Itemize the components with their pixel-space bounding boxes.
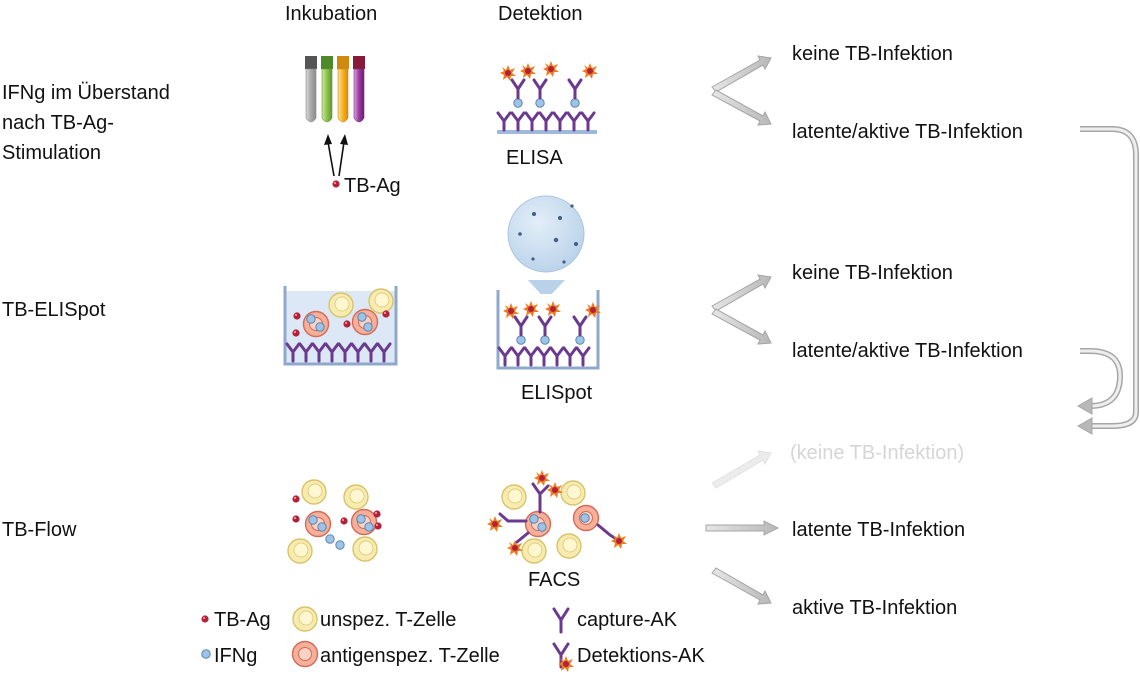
legend-label-antigen: antigenspez. T-Zelle	[320, 645, 500, 667]
elisa-capture-antibodies	[496, 111, 596, 132]
outcome-arrows	[705, 55, 780, 605]
facs-cells	[487, 470, 627, 564]
method-label-elisa: ELISA	[506, 147, 563, 169]
elispot-detection-well	[496, 290, 601, 370]
test-tubes	[305, 56, 365, 188]
legend-symbol-tb-ag	[201, 615, 209, 623]
elispot-magnifier	[507, 195, 585, 300]
outcome-ifng-positive: latente/aktive TB-Infektion	[792, 121, 1023, 143]
row-label-elispot: TB-ELISpot	[2, 299, 106, 321]
row-label-ifng-line-3: Stimulation	[2, 142, 101, 164]
legend-symbols	[201, 606, 574, 672]
method-label-facs: FACS	[528, 569, 581, 591]
legend-label-detection: Detektions-AK	[577, 645, 705, 667]
row-label-ifng-line-2: nach TB-Ag-	[2, 112, 114, 134]
header-incubation: Inkubation	[285, 3, 378, 25]
legend-label-tb-ag: TB-Ag	[214, 609, 271, 631]
legend-label-ifng: IFNg	[214, 645, 258, 667]
legend-symbol-unspec	[292, 606, 318, 632]
row-label-ifng-line-1: IFNg im Überstand	[2, 82, 170, 104]
tube-gray	[305, 56, 317, 123]
legend-symbol-capture	[552, 607, 570, 634]
row-label-ifng: IFNg im Überstand nach TB-Ag- Stimulatio…	[2, 78, 170, 168]
elisa-plate	[496, 61, 598, 134]
row-label-flow: TB-Flow	[2, 519, 77, 541]
legend-label-capture: capture-AK	[577, 609, 678, 631]
outcome-ifng-negative: keine TB-Infektion	[792, 43, 953, 65]
return-arrows	[1076, 126, 1139, 435]
legend-symbol-detection	[552, 642, 574, 672]
legend-label-unspec: unspez. T-Zelle	[320, 609, 457, 631]
legend-symbol-antigen	[291, 640, 319, 668]
legend-symbol-ifng	[201, 649, 211, 659]
tube-orange	[337, 56, 349, 123]
tube-green	[321, 56, 333, 123]
tube-purple	[353, 56, 365, 123]
tb-ag-label: TB-Ag	[344, 175, 401, 197]
tb-ag-arrows	[324, 134, 348, 177]
outcome-flow-negative: (keine TB-Infektion)	[790, 442, 965, 464]
tb-ag-dot	[332, 180, 340, 188]
flow-incubation-cells	[287, 479, 382, 564]
outcome-flow-latent: latente TB-Infektion	[792, 519, 966, 541]
outcome-flow-active: aktive TB-Infektion	[792, 597, 958, 619]
method-label-elispot: ELISpot	[521, 382, 593, 404]
elisa-detection-antibodies	[510, 78, 583, 100]
elispot-incubation-well	[283, 286, 398, 366]
header-detection: Detektion	[498, 3, 583, 25]
outcome-elispot-negative: keine TB-Infektion	[792, 262, 953, 284]
outcome-elispot-positive: latente/aktive TB-Infektion	[792, 340, 1023, 362]
